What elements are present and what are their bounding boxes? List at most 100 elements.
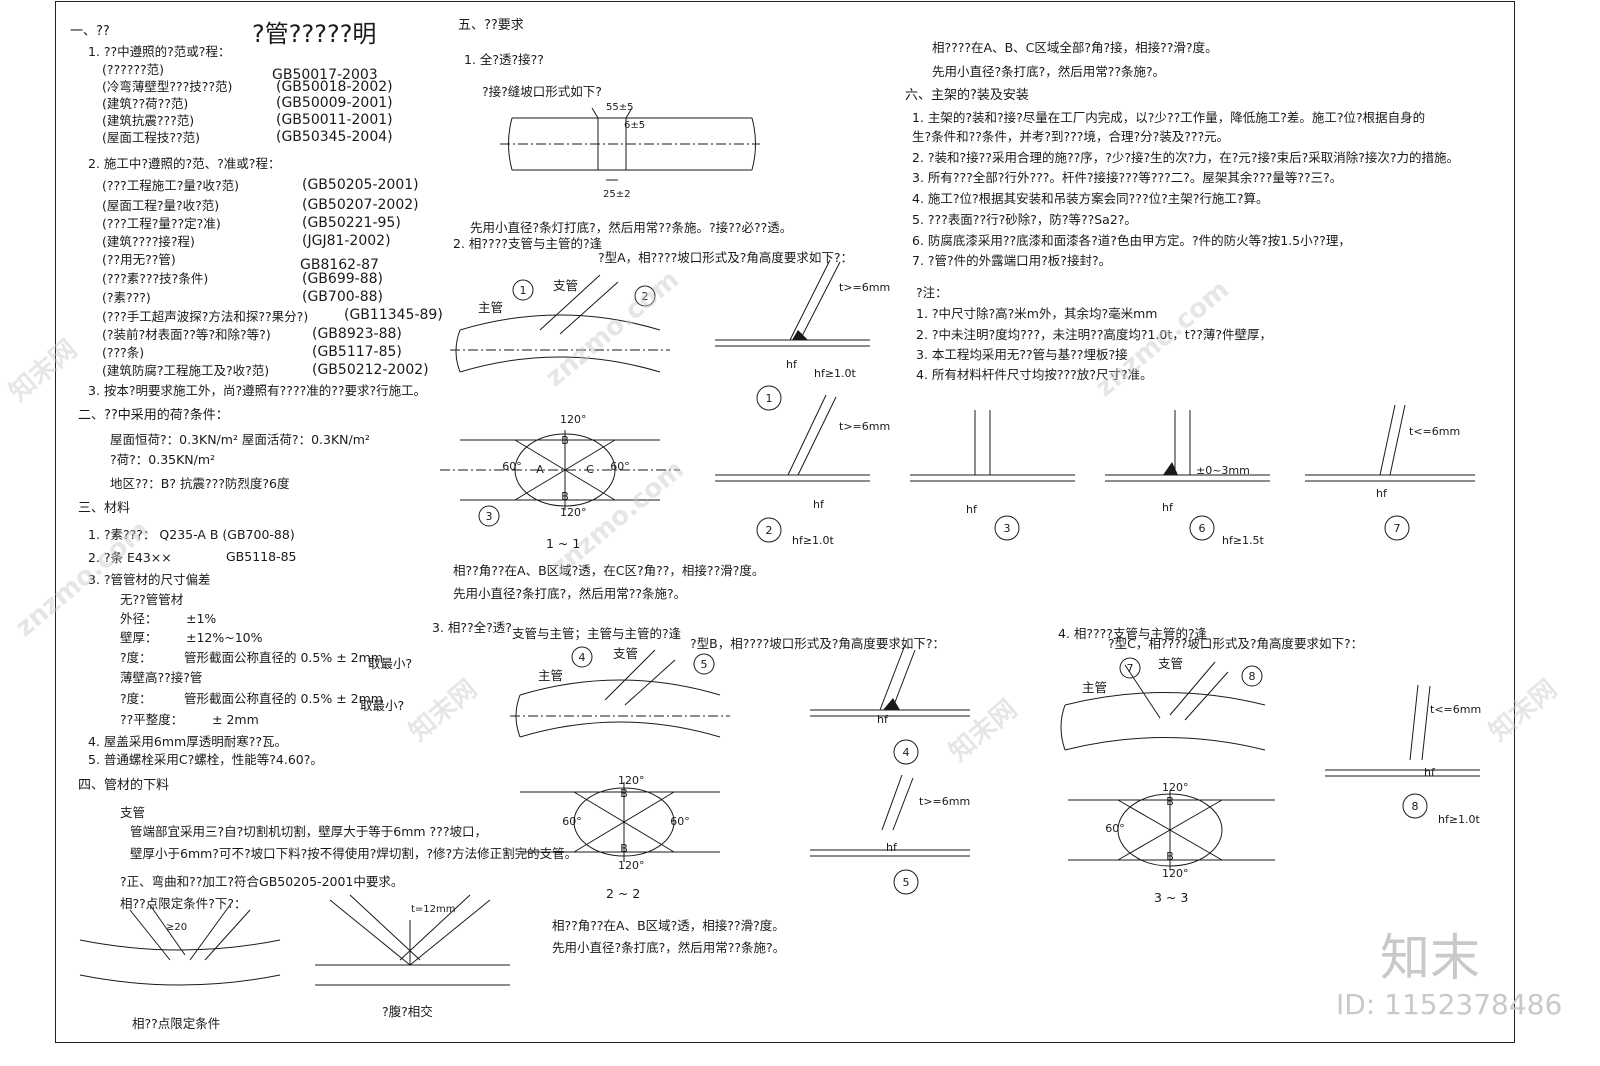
code-name: (???素???技?条件): [102, 271, 209, 286]
circle-marker-label: 4: [579, 651, 586, 664]
tr-note-1: 相????在A、B、C区域全部?角?接，相接??滑?度。: [932, 40, 1218, 55]
s3-seamless: 无??管管材: [120, 592, 184, 607]
code-number: (GB50345-2004): [276, 129, 393, 145]
circle-marker-label: 8: [1249, 670, 1256, 683]
caption-2-2: 2 ~ 2: [606, 886, 641, 901]
dim-55: 55±5: [606, 102, 634, 113]
s6-item: 5. ???表面??行?砂除?，防?等??Sa2?。: [912, 212, 1137, 227]
angle-120: 120°: [1162, 781, 1189, 794]
s5-groove-form: ?接?缝坡口形式如下?: [482, 84, 602, 99]
code-name: (??????范): [102, 62, 165, 77]
drawing-border: [55, 1, 1515, 1043]
label-hf: hf: [966, 503, 977, 516]
label-branch-pipe: 支管: [613, 646, 639, 661]
label-t-ge-6: t>=6mm: [919, 795, 971, 808]
circle-marker-label: 1: [520, 284, 527, 297]
s3-flat-value: ± 2mm: [212, 712, 259, 727]
s3-wt-label: 壁厚：: [120, 630, 158, 645]
circle-marker-label: 3: [486, 510, 493, 523]
angle-60: 60°: [562, 815, 582, 828]
code-name: (???工程?量??定?准): [102, 216, 221, 231]
notes-heading: ?注：: [916, 285, 948, 300]
label-main-pipe: 主管: [1082, 680, 1108, 695]
angle-120: 120°: [618, 774, 645, 787]
s6-item: 生?条件和??条件，并考?到???境，合理?分?装及???元。: [912, 129, 1230, 144]
note-item: 3. 本工程均采用无??管与基??埋板?接: [916, 347, 1128, 362]
angle-120: 120°: [1162, 867, 1189, 880]
s3-tolerance: 3. ?管管材的尺寸偏差: [88, 572, 211, 587]
label-branch-pipe: 支管: [1158, 656, 1184, 671]
section-2-heading: 二、??中采用的荷?条件：: [78, 408, 229, 423]
section-6-heading: 六、主架的?装及安装: [905, 88, 1029, 103]
label-hf15: hf≥1.5t: [1222, 534, 1264, 547]
label-hf10: hf≥1.0t: [1438, 813, 1480, 826]
s5-item3: 3. 相??全?透?: [432, 620, 512, 635]
tr-note-2: 先用小直径?条打底?，然后用常??条施?。: [932, 64, 1166, 79]
code-number: (GB699-88): [302, 271, 383, 287]
s2-seismic: 地区??：B? 抗震???防烈度?6度: [110, 476, 290, 491]
s2-wind-load: ?荷?：0.35KN/m²: [110, 452, 216, 467]
s3-roof-sheet: 4. 屋盖采用6mm厚透明耐寒??瓦。: [88, 734, 287, 749]
s4-cutting-2: 壁厚小于6mm?可不?坡口下料?按不得使用?焊切割，?修?方法修正割完的支管。: [130, 846, 578, 861]
code-number: GB50017-2003: [272, 67, 378, 83]
code-number: (GB700-88): [302, 289, 383, 305]
s6-item: 1. 主架的?装和?接?尽量在工厂内完成，以?少??工作量，降低施工?差。施工?…: [912, 110, 1426, 125]
dim-t12: t=12mm: [411, 904, 456, 915]
zone-label: B: [620, 787, 628, 800]
label-t-ge-6: t>=6mm: [839, 420, 891, 433]
code-name: (?素???): [102, 290, 151, 305]
s2-roof-loads: 屋面恒荷?：0.3KN/m² 屋面活荷?：0.3KN/m²: [110, 432, 370, 447]
code-number: (GB50009-2001): [276, 95, 393, 111]
label-t-le-6: t<=6mm: [1409, 425, 1461, 438]
circle-marker-label: 7: [1127, 662, 1134, 675]
dim-25: 25±2: [603, 189, 631, 200]
label-hf: hf: [877, 713, 888, 726]
zone-label: B: [561, 434, 569, 447]
s3-deg2-tail: 取最小?: [360, 698, 405, 713]
code-number: (GB50207-2002): [302, 197, 419, 213]
zone-label: B: [561, 490, 569, 503]
s4-straighten: ?正、弯曲和??加工?符合GB50205-2001中要求。: [120, 874, 404, 889]
circle-marker-label: 7: [1394, 522, 1401, 535]
caption-web-intersect: ?腹?相交: [382, 1004, 433, 1019]
section-4-heading: 四、管材的下料: [78, 778, 170, 793]
s4-branch: 支管: [120, 805, 146, 820]
s5-item4b: ?型C，相????坡口形式及?角高度要求如下?：: [1108, 636, 1364, 651]
label-hf: hf: [1424, 766, 1435, 779]
s5-full-pen: 1. 全?透?接??: [464, 52, 544, 67]
label-hf10: hf≥1.0t: [814, 367, 856, 380]
s5-note11a: 相??角??在A、B区域?透，在C区?角??，相接??滑?度。: [453, 563, 765, 578]
s3-flat-label: ??平整度：: [120, 712, 184, 727]
circle-marker-label: 2: [642, 290, 649, 303]
code-name: (屋面工程?量?收?范): [102, 198, 220, 213]
angle-60: 60°: [670, 815, 690, 828]
circle-marker-label: 6: [1199, 522, 1206, 535]
s3-steel: 1. ?素???： Q235-A B (GB700-88): [88, 527, 295, 542]
code-number: (GB50221-95): [302, 215, 401, 231]
code-number: (GB50018-2002): [276, 79, 393, 95]
zone-label: B: [1166, 850, 1174, 863]
label-main-pipe: 主管: [538, 668, 564, 683]
angle-60: 60°: [502, 460, 522, 473]
circle-marker-label: 4: [903, 746, 910, 759]
s1-item3: 3. 按本?明要求施工外，尚?遵照有????准的??要求?行施工。: [88, 383, 427, 398]
s6-item: 4. 施工?位?根据其安装和吊装方案会同???位?主架?行施工?算。: [912, 191, 1269, 206]
code-name: (建筑抗震???范): [102, 113, 195, 128]
code-number: (GB8923-88): [312, 326, 402, 342]
caption-1-1: 1 ~ 1: [546, 536, 581, 551]
s5-note22b: 先用小直径?条打底?，然后用常??条施?。: [552, 940, 786, 955]
zone-label: C: [586, 463, 594, 476]
angle-60: 60°: [610, 460, 630, 473]
code-number: (GB5117-85): [312, 344, 402, 360]
s3-electrode-code: GB5118-85: [226, 549, 297, 564]
code-number: GB8162-87: [300, 257, 379, 273]
s5-note1: 先用小直径?条灯打底?，然后用常??条施。?接??必??透。: [470, 220, 793, 235]
code-number: (GB50011-2001): [276, 112, 393, 128]
note-item: 2. ?中未注明?度均???，未注明??高度均?1.0t，t??薄?件壁厚，: [916, 327, 1273, 342]
s5-item2: 2. 相????支管与主管的?逢: [453, 236, 603, 251]
circle-marker-label: 1: [766, 392, 773, 405]
drawing-title: ?管?????明: [252, 20, 377, 48]
s6-item: 7. ?管?件的外露端口用?板?接封?。: [912, 253, 1112, 268]
label-hf: hf: [1376, 487, 1387, 500]
caption-3-3: 3 ~ 3: [1154, 890, 1189, 905]
